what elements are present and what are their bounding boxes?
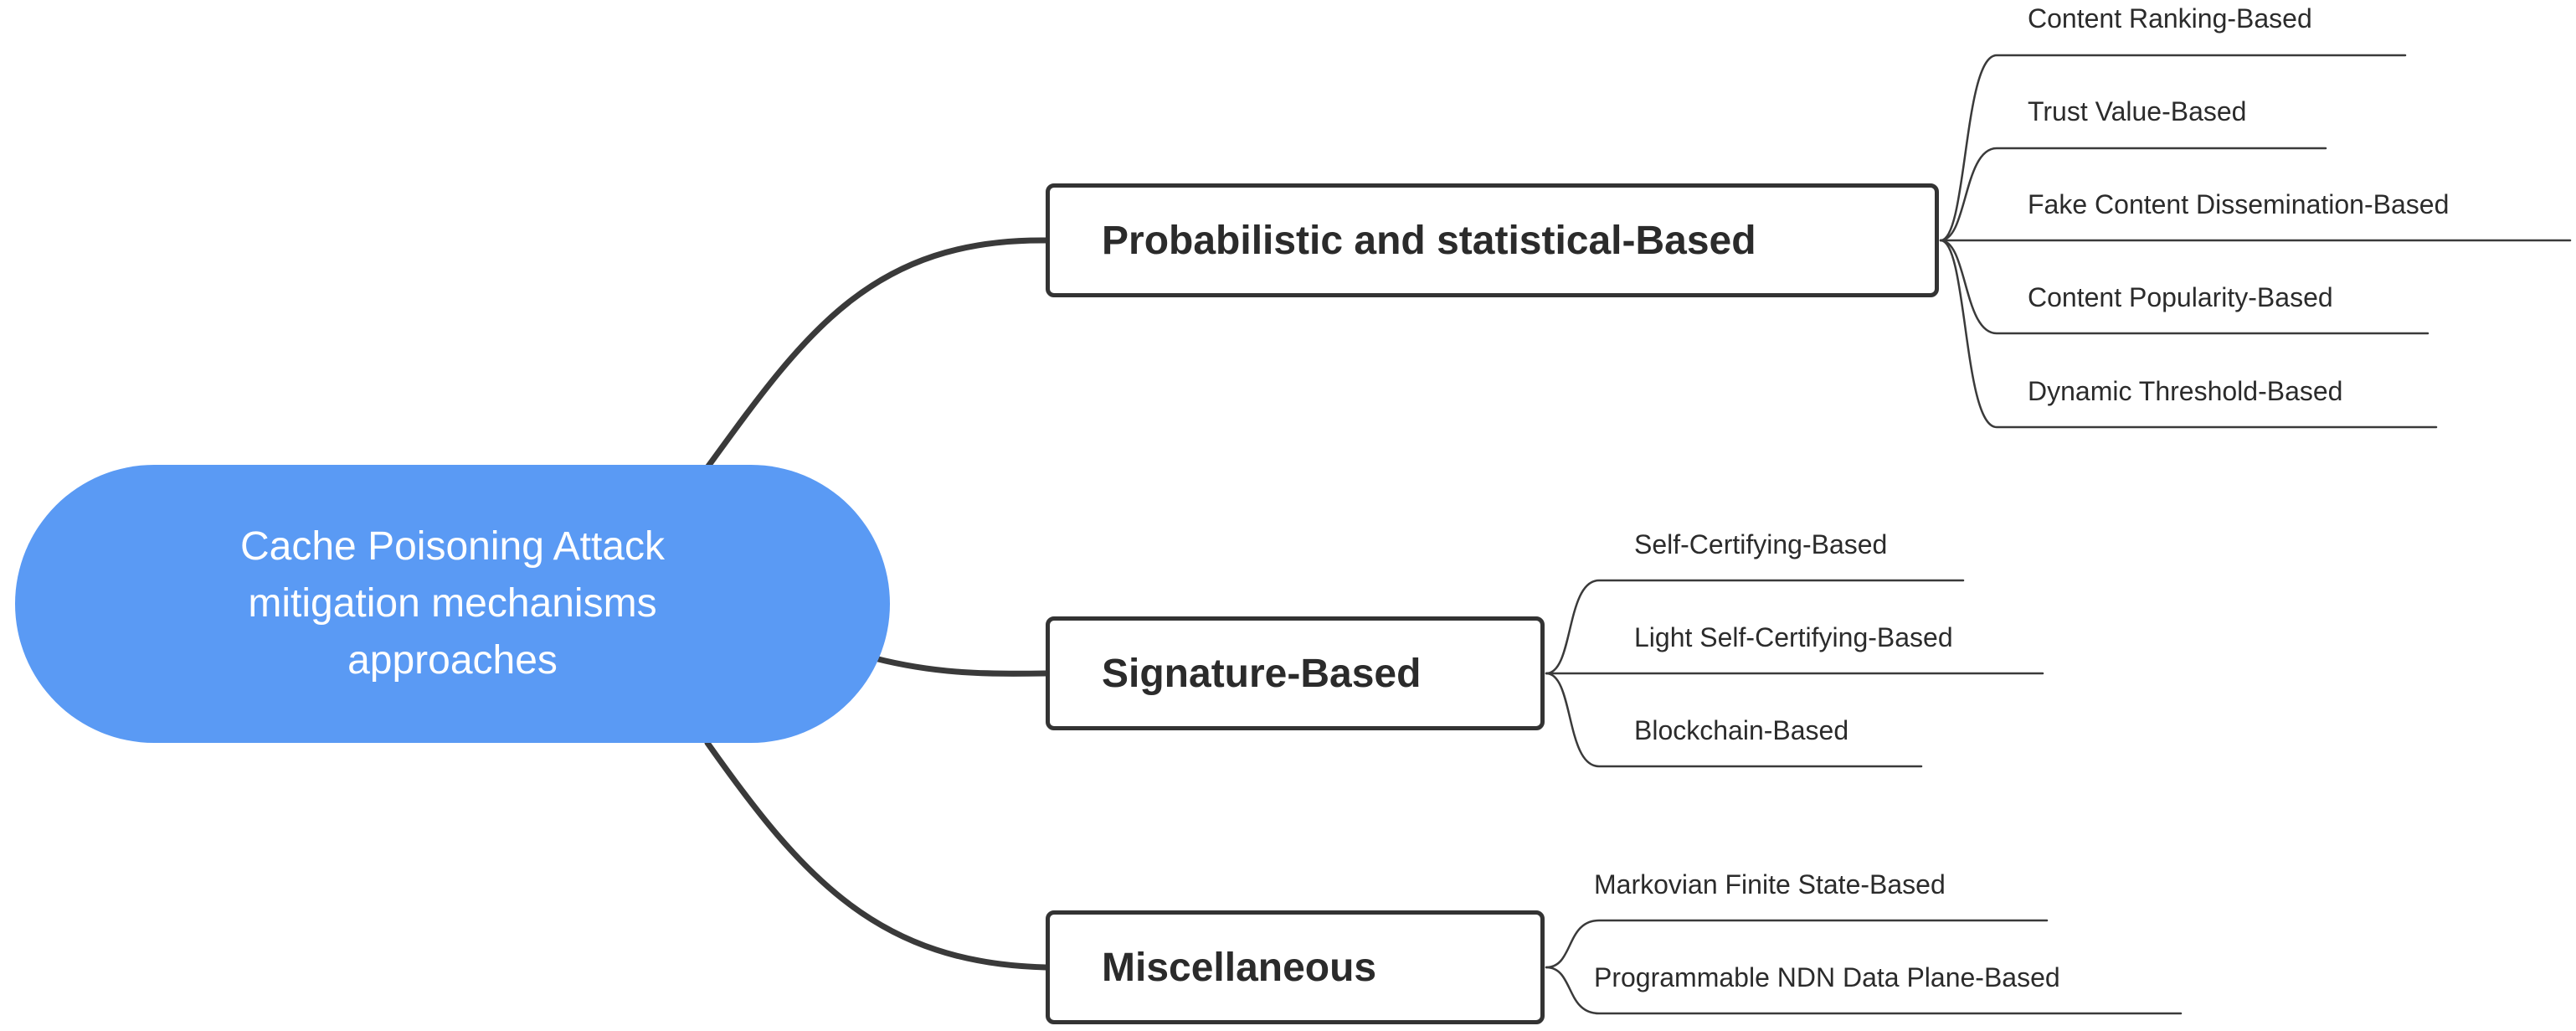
branch-node-probabilistic: Probabilistic and statistical-Based [1046, 183, 1939, 297]
leaf-self-certifying: Self-Certifying-Based [1634, 529, 1888, 559]
connectors-misc-children [1545, 919, 2183, 1015]
leaf-content-ranking: Content Ranking-Based [2028, 3, 2312, 34]
branch-node-signature: Signature-Based [1046, 616, 1545, 730]
leaf-light-self-certifying: Light Self-Certifying-Based [1634, 622, 1953, 652]
connector-center-misc [704, 740, 1049, 971]
connector-center-signature [872, 655, 1049, 677]
connectors-signature-children [1545, 579, 2044, 768]
branch-label-signature: Signature-Based [1102, 651, 1422, 696]
center-node: Cache Poisoning Attack mitigation mechan… [15, 465, 890, 743]
leaf-programmable-ndn-data-plane: Programmable NDN Data Plane-Based [1594, 962, 2060, 992]
connector-center-probabilistic [704, 237, 1049, 471]
branch-label-probabilistic: Probabilistic and statistical-Based [1102, 218, 1756, 263]
leaf-dynamic-threshold: Dynamic Threshold-Based [2028, 376, 2343, 406]
center-node-label: Cache Poisoning Attack mitigation mechan… [240, 524, 665, 683]
leaf-content-popularity: Content Popularity-Based [2028, 282, 2333, 312]
leaf-fake-content-dissemination: Fake Content Dissemination-Based [2028, 189, 2450, 219]
leaf-markovian-finite-state: Markovian Finite State-Based [1594, 869, 1946, 900]
branch-label-miscellaneous: Miscellaneous [1102, 945, 1377, 990]
leaf-blockchain: Blockchain-Based [1634, 715, 1849, 745]
leaf-trust-value: Trust Value-Based [2028, 96, 2247, 126]
connectors-probabilistic-children [1939, 54, 2572, 429]
branch-node-miscellaneous: Miscellaneous [1046, 910, 1545, 1024]
